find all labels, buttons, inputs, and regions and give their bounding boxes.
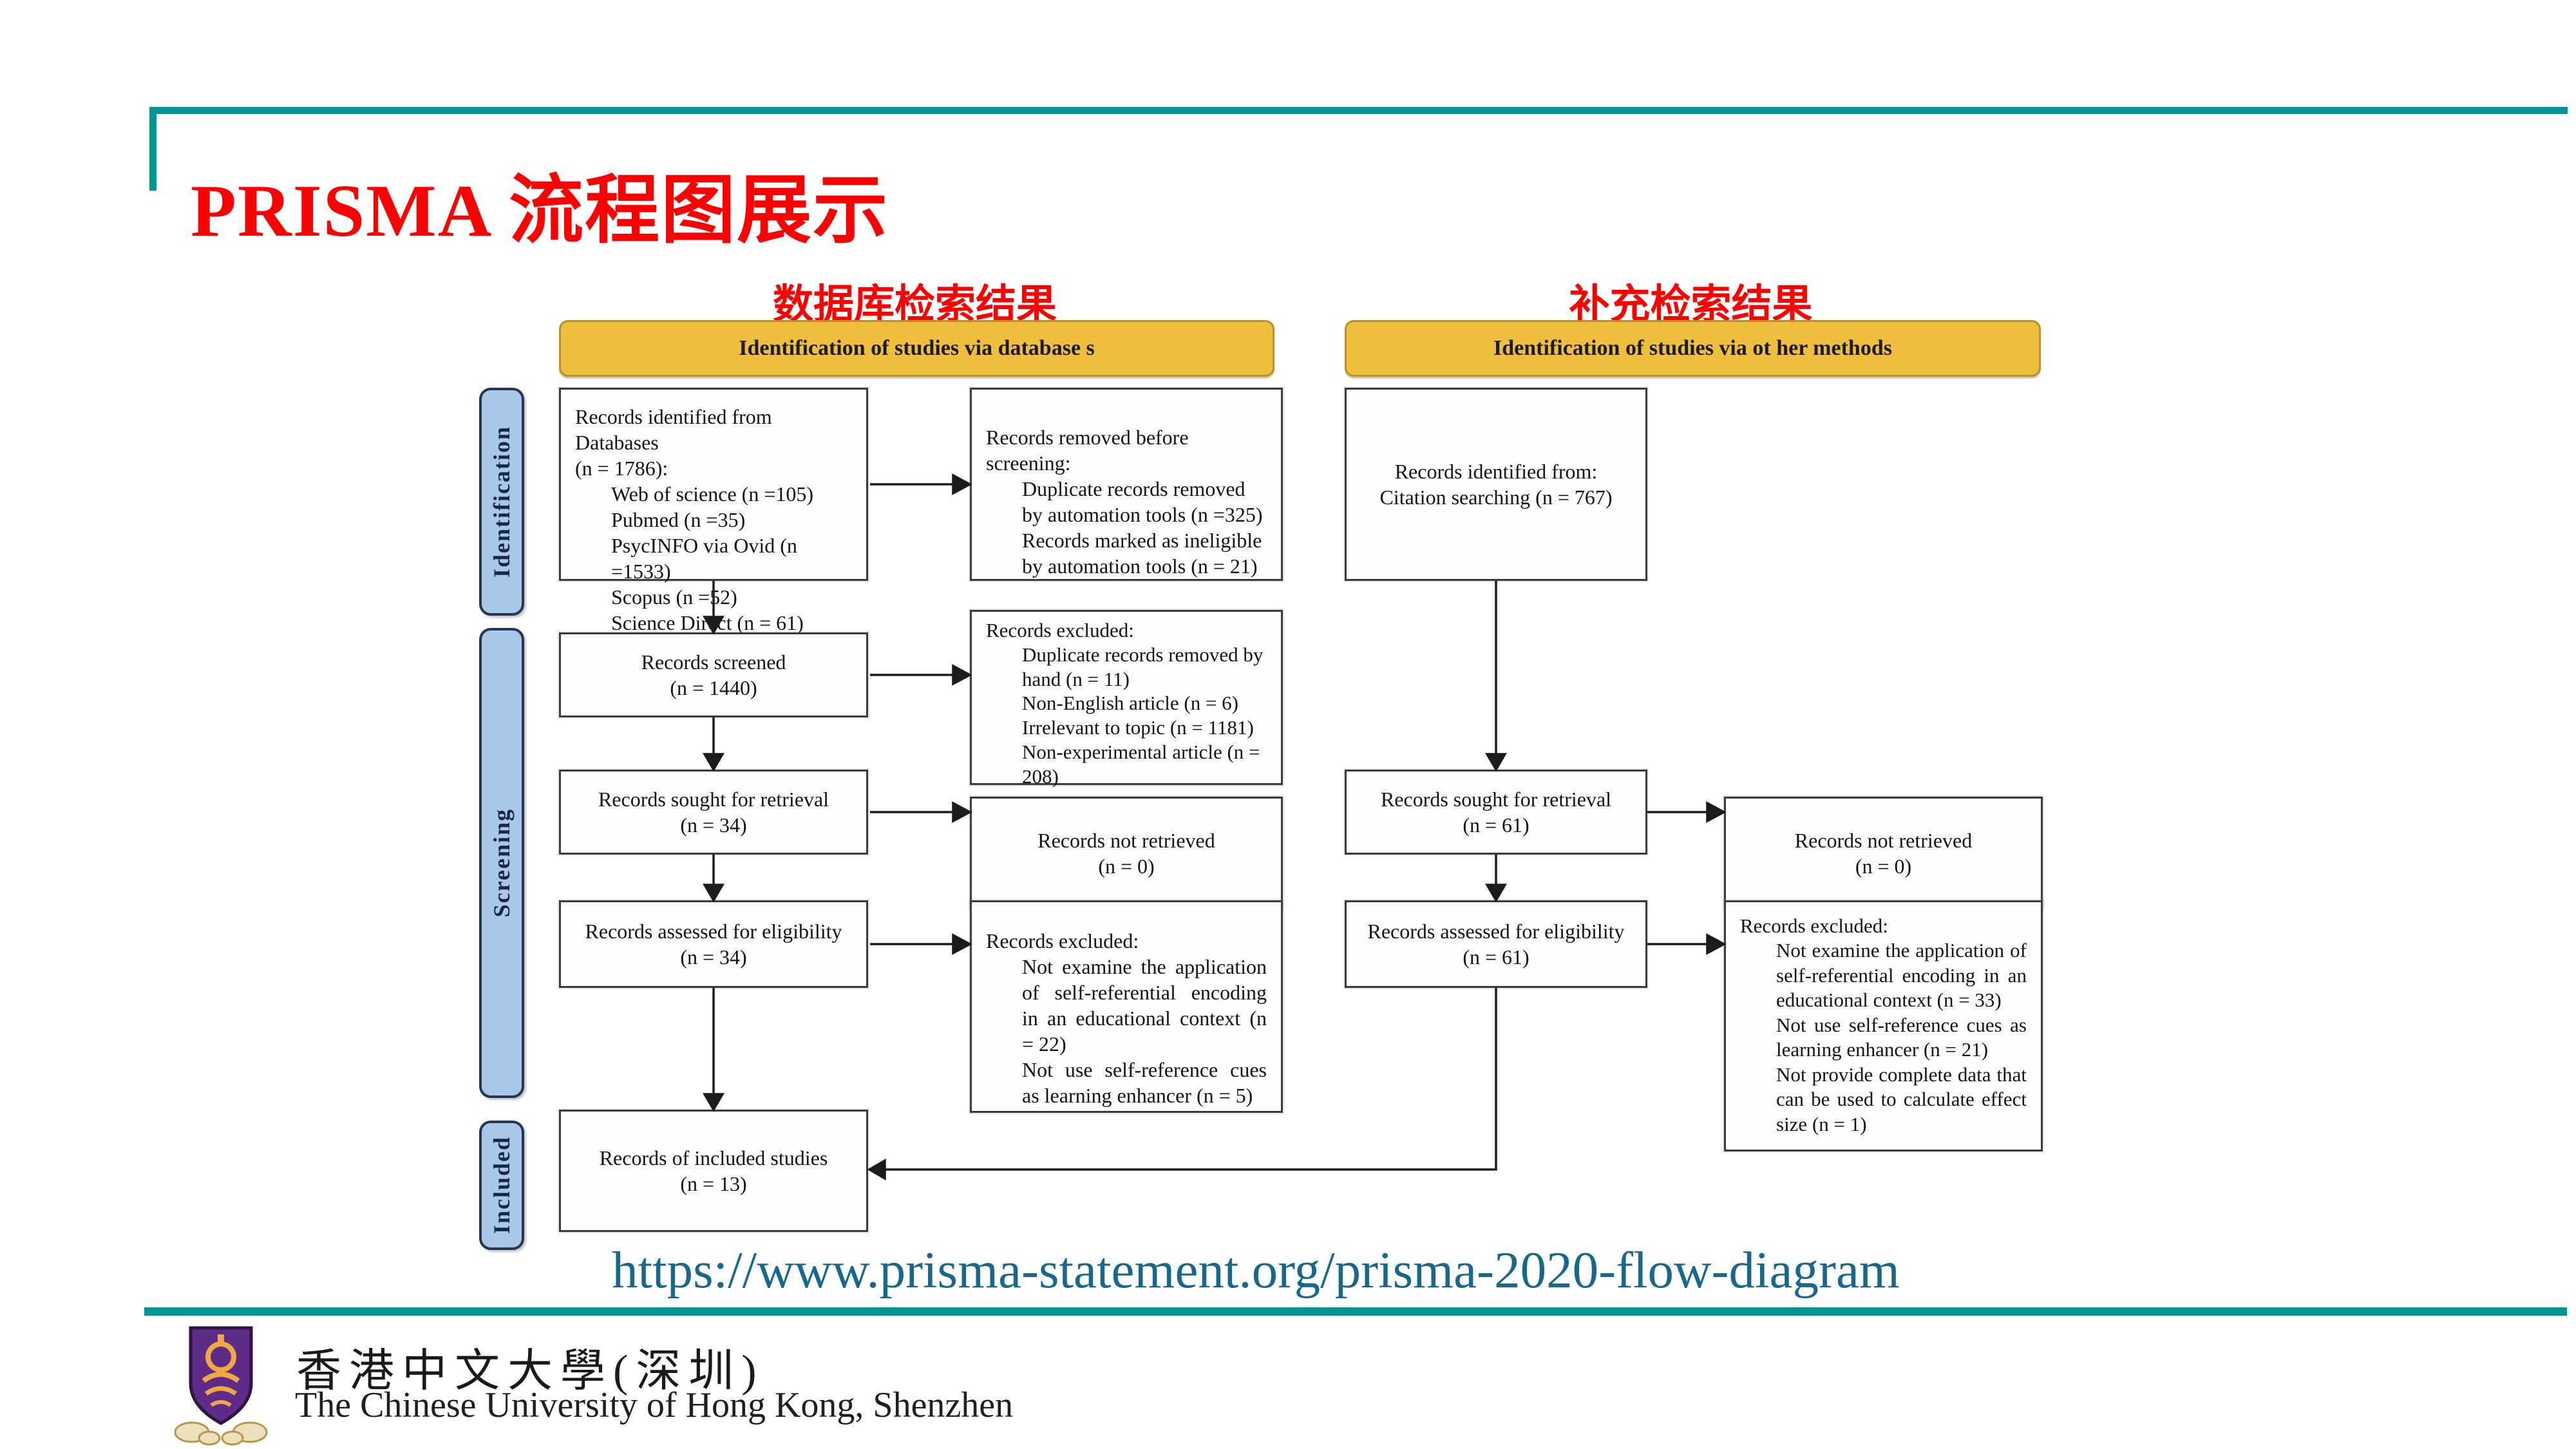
box-line: Records excluded:	[986, 619, 1134, 641]
box-records-identified-databases: Records identified from Databases (n = 1…	[559, 388, 868, 634]
bottom-divider-line	[144, 1307, 2567, 1316]
arrow-assessed2-to-excluded2	[1647, 933, 1727, 955]
box-line: Records not retrieved	[1037, 828, 1215, 852]
box-line: Not examine the application of self-refe…	[1776, 939, 2027, 1012]
box-line: Web of science (n =105)	[611, 482, 814, 506]
arrow-sought-to-assessed	[702, 855, 725, 903]
box-not-retrieved-other: Records not retrieved (n = 0)	[1724, 797, 2043, 909]
box-line: (n = 0)	[1855, 854, 1912, 878]
arrow-screened-to-excluded	[870, 664, 972, 686]
box-line: Records sought for retrieval	[598, 788, 829, 811]
box-line: Records excluded:	[1740, 914, 1888, 937]
box-line: Not use self-reference cues as learning …	[1022, 1058, 1267, 1107]
page-title: PRISMA 流程图展示	[191, 170, 889, 252]
box-line: (n = 61)	[1463, 945, 1530, 969]
box-line: (n = 13)	[680, 1172, 747, 1195]
box-records-sought-other: Records sought for retrieval (n = 61)	[1345, 770, 1647, 855]
box-removed-before-screening: Records removed before screening: Duplic…	[970, 388, 1283, 581]
box-line: Non-experimental article (n = 208)	[1022, 741, 1260, 788]
box-line: (n = 1786):	[575, 457, 668, 480]
arrow-sought2-to-assessed2	[1484, 855, 1508, 903]
box-line: Records sought for retrieval	[1380, 788, 1612, 811]
box-line: Records not retrieved	[1794, 828, 1973, 852]
stage-identification: Identification	[479, 388, 524, 616]
box-line: Duplicate records removed by hand (n = 1…	[1022, 643, 1264, 690]
cuhk-shenzhen-logo	[174, 1326, 268, 1446]
box-line: Records of included studies	[599, 1146, 828, 1170]
banner-database: Identification of studies via database s	[559, 320, 1274, 377]
box-line: Non-English article (n = 6)	[1022, 692, 1239, 715]
box-line: Records excluded:	[986, 929, 1139, 952]
stage-screening: Screening	[479, 628, 524, 1098]
box-line: Not use self-reference cues as learning …	[1776, 1013, 2027, 1061]
box-line: (n = 61)	[1463, 813, 1530, 837]
box-line: Records identified from:	[1394, 460, 1598, 483]
column-header-database: 数据库检索结果	[773, 282, 1057, 327]
arrow-screened-to-sought	[702, 717, 725, 772]
column-header-other: 补充检索结果	[1569, 282, 1813, 327]
arrow-identified-to-screened	[702, 581, 725, 635]
box-line: (n = 0)	[1098, 854, 1155, 878]
box-line: Pubmed (n =35)	[611, 508, 746, 531]
arrow-assessed-to-included	[702, 988, 725, 1112]
box-excluded-eligibility-other: Records excluded: Not examine the applic…	[1724, 900, 2043, 1151]
box-line: Not provide complete data that can be us…	[1776, 1063, 2027, 1135]
box-line: Scopus (n =52)	[611, 585, 737, 609]
box-line: PsycINFO via Ovid (n =1533)	[611, 534, 797, 583]
stage-included: Included	[479, 1121, 524, 1250]
left-corner-tick	[149, 107, 156, 191]
box-line: Citation searching (n = 767)	[1379, 486, 1613, 509]
arrow-assessed2-to-included	[867, 988, 1497, 1181]
box-records-assessed-db: Records assessed for eligibility (n = 34…	[559, 900, 868, 988]
box-records-identified-citation: Records identified from: Citation search…	[1345, 388, 1647, 581]
box-line: Not examine the application of self-refe…	[1022, 955, 1267, 1056]
top-divider-line	[149, 107, 2568, 114]
banner-other-methods: Identification of studies via ot her met…	[1345, 320, 2041, 377]
box-line: (n = 34)	[680, 813, 747, 837]
box-line: (n = 34)	[680, 945, 747, 969]
box-line: Records assessed for eligibility	[585, 920, 842, 943]
arrow-identified-to-removed	[870, 473, 972, 495]
box-line: (n = 1440)	[670, 676, 757, 699]
prisma-statement-link[interactable]: https://www.prisma-statement.org/prisma-…	[612, 1241, 1900, 1299]
arrow-sought2-to-notretrieved2	[1647, 801, 1727, 823]
box-excluded-screening: Records excluded: Duplicate records remo…	[970, 610, 1283, 788]
university-name-cn: 香港中文大學(深圳)	[296, 1347, 764, 1396]
box-excluded-eligibility-db: Records excluded: Not examine the applic…	[970, 900, 1283, 1113]
box-line: Records marked as ineligible by automati…	[1022, 529, 1262, 578]
arrow-citation-to-sought	[1484, 581, 1508, 772]
box-line: Records removed before screening:	[986, 426, 1189, 475]
box-line: Duplicate records removed by automation …	[1022, 477, 1263, 526]
box-line: Records identified from Databases	[575, 405, 772, 454]
arrow-sought-to-notretrieved	[870, 801, 972, 823]
arrow-assessed-to-excluded	[870, 933, 972, 955]
box-records-screened: Records screened (n = 1440)	[559, 632, 868, 717]
box-line: Records assessed for eligibility	[1367, 920, 1625, 943]
box-line: Records screened	[641, 650, 786, 674]
box-line: Irrelevant to topic (n = 1181)	[1022, 716, 1254, 739]
university-name-en: The Chinese University of Hong Kong, She…	[295, 1385, 1014, 1425]
box-records-assessed-other: Records assessed for eligibility (n = 61…	[1345, 900, 1647, 988]
box-records-sought-db: Records sought for retrieval (n = 34)	[559, 770, 868, 855]
